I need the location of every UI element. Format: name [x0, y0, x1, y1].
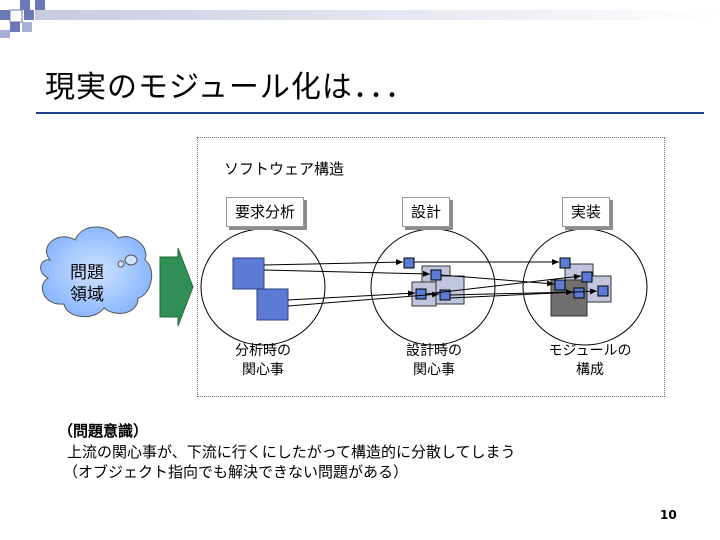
impl-concern-b [581, 271, 593, 283]
issue-line-2: （オブジェクト指向でも解決できない問題がある） [63, 463, 409, 481]
design-concern-c [415, 288, 427, 300]
decorative-squares [0, 0, 720, 38]
problem-cloud-icon [40, 226, 153, 318]
caption-module-structure: モジュールの 構成 [548, 343, 632, 378]
design-concern-a [403, 257, 415, 269]
phase-requirements-analysis: 要求分析 [226, 197, 305, 227]
design-concern-b [430, 269, 442, 281]
title-underline [36, 112, 704, 114]
frame-label: ソフトウェア構造 [224, 160, 345, 178]
page-number: 10 [660, 508, 677, 522]
impl-concern-e [573, 287, 585, 299]
phase-design: 設計 [402, 197, 451, 227]
issue-heading: （問題意識） [58, 422, 149, 440]
analysis-module-2 [256, 288, 289, 321]
caption-analysis: 分析時の 関心事 [235, 343, 291, 378]
impl-concern-a [559, 257, 571, 269]
flow-arrow-icon [159, 247, 194, 327]
analysis-module-1 [232, 257, 265, 290]
slide-title: 現実のモジュール化は．．． [45, 70, 416, 105]
impl-concern-c [554, 279, 566, 291]
impl-concern-d [597, 285, 609, 297]
analysis-to-design-arrows [263, 259, 440, 307]
caption-design: 設計時の 関心事 [406, 343, 462, 378]
issue-line-1: 上流の関心事が、下流に行くにしたがって構造的に分散してしまう [67, 443, 516, 461]
design-to-impl-arrows [414, 259, 598, 299]
phase-implementation: 実装 [562, 197, 611, 227]
problem-domain-label: 問題 領域 [70, 263, 104, 305]
software-structure-frame [197, 137, 665, 397]
